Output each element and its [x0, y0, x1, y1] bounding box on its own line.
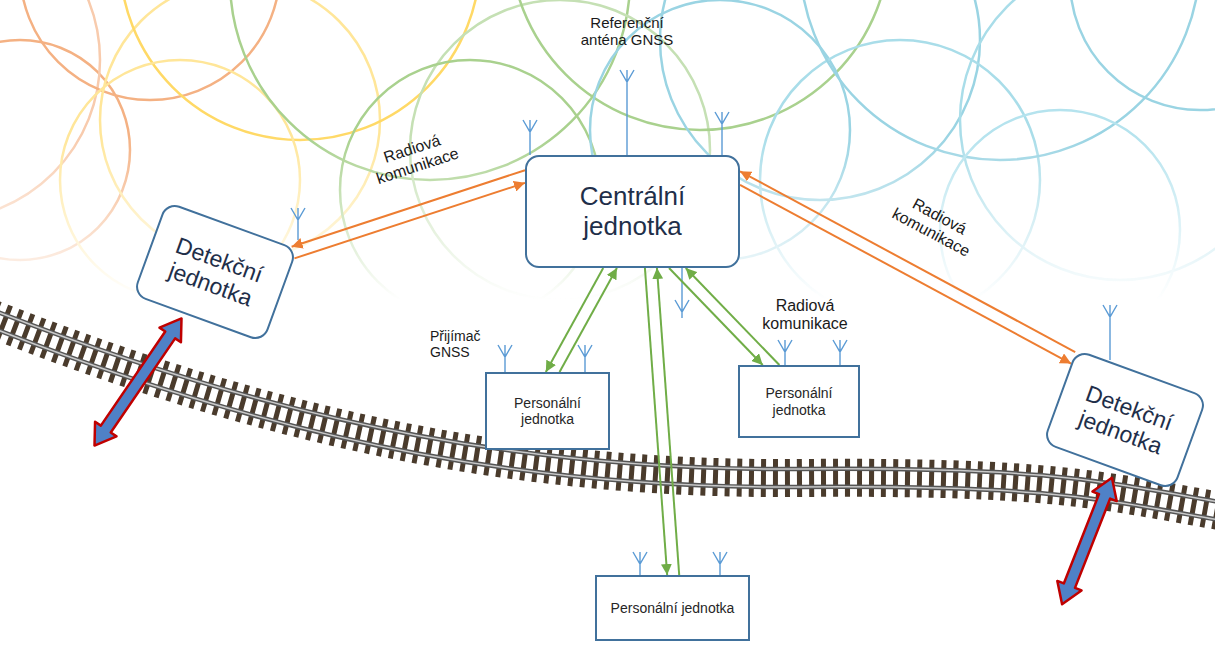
radio-link-arrow — [740, 185, 1071, 364]
background-arc — [760, 40, 1040, 320]
detection-range-arrow — [1050, 473, 1124, 609]
radio-link-arrow — [645, 268, 667, 575]
radio-link-arrow — [560, 268, 617, 372]
radio-link-arrow — [292, 170, 525, 246]
antenna-symbol — [833, 340, 847, 365]
radio-link-arrow — [669, 268, 763, 365]
antenna-symbol — [498, 345, 512, 372]
track-rail-highlight — [0, 327, 1215, 521]
background-arc — [340, 60, 600, 320]
track-rail — [0, 309, 1215, 503]
double-arrow — [84, 311, 192, 453]
annotation-label: Referenční anténa GNSS — [567, 14, 687, 49]
background-arc — [590, 0, 850, 260]
box-label: Centrální jednotka — [533, 182, 732, 242]
railway-track — [0, 309, 1215, 521]
personal-unit-box: Personální jednotka — [738, 365, 860, 438]
antenna-symbol — [1103, 305, 1117, 360]
detection-unit-box: Detekční jednotka — [132, 201, 298, 343]
antenna-symbol — [620, 70, 634, 155]
box-label: Detekční jednotka — [1058, 374, 1193, 466]
radio-link-arrow — [546, 268, 603, 372]
annotation-label: Přijímač GNSS — [430, 328, 502, 360]
radio-link-arrow — [657, 268, 679, 575]
link-label: Radiová komunikace — [882, 185, 988, 264]
central-unit-box: Centrální jednotka — [525, 155, 740, 268]
antenna-symbol — [778, 340, 792, 365]
antenna-symbol — [291, 208, 305, 240]
radio-link-arrow — [740, 171, 1075, 352]
personal-unit-box: Personální jednotka — [595, 575, 750, 641]
box-label: Personální jednotka — [493, 395, 602, 427]
antennas — [291, 70, 1117, 575]
background-arc — [60, 60, 300, 300]
background-arc — [1070, 0, 1215, 110]
detection-range-arrow — [84, 311, 192, 453]
background-arc — [660, 0, 980, 200]
radio-link-arrow — [686, 268, 780, 365]
background-arcs — [0, 0, 1215, 350]
background-arc — [960, 0, 1215, 280]
box-label: Personální jednotka — [603, 600, 742, 616]
box-label: Detekční jednotka — [148, 226, 283, 318]
link-label: Radiová komunikace — [755, 297, 855, 334]
antenna-symbol — [523, 120, 537, 155]
background-arc — [20, 0, 280, 100]
background-arc — [410, 0, 710, 300]
track-sleepers — [0, 318, 1215, 512]
track-rail — [0, 327, 1215, 521]
background-arc — [800, 0, 1200, 160]
box-label: Personální jednotka — [746, 385, 852, 417]
radio-link-arrow — [294, 183, 525, 259]
detection-unit-box: Detekční jednotka — [1042, 349, 1208, 491]
personal-unit-box: Personální jednotka — [485, 372, 610, 450]
background-arc — [120, 0, 480, 140]
connectors — [292, 170, 1076, 575]
background-arc — [0, 0, 100, 220]
antenna-symbol — [713, 552, 727, 575]
antenna-symbol — [715, 112, 729, 155]
double-arrow — [1050, 473, 1124, 609]
background-arc — [230, 0, 630, 180]
antenna-symbol — [578, 345, 592, 372]
link-label: Radiová komunikace — [362, 125, 468, 191]
track-rail-highlight — [0, 309, 1215, 503]
antenna-symbol — [633, 552, 647, 575]
background-arc — [940, 110, 1180, 350]
